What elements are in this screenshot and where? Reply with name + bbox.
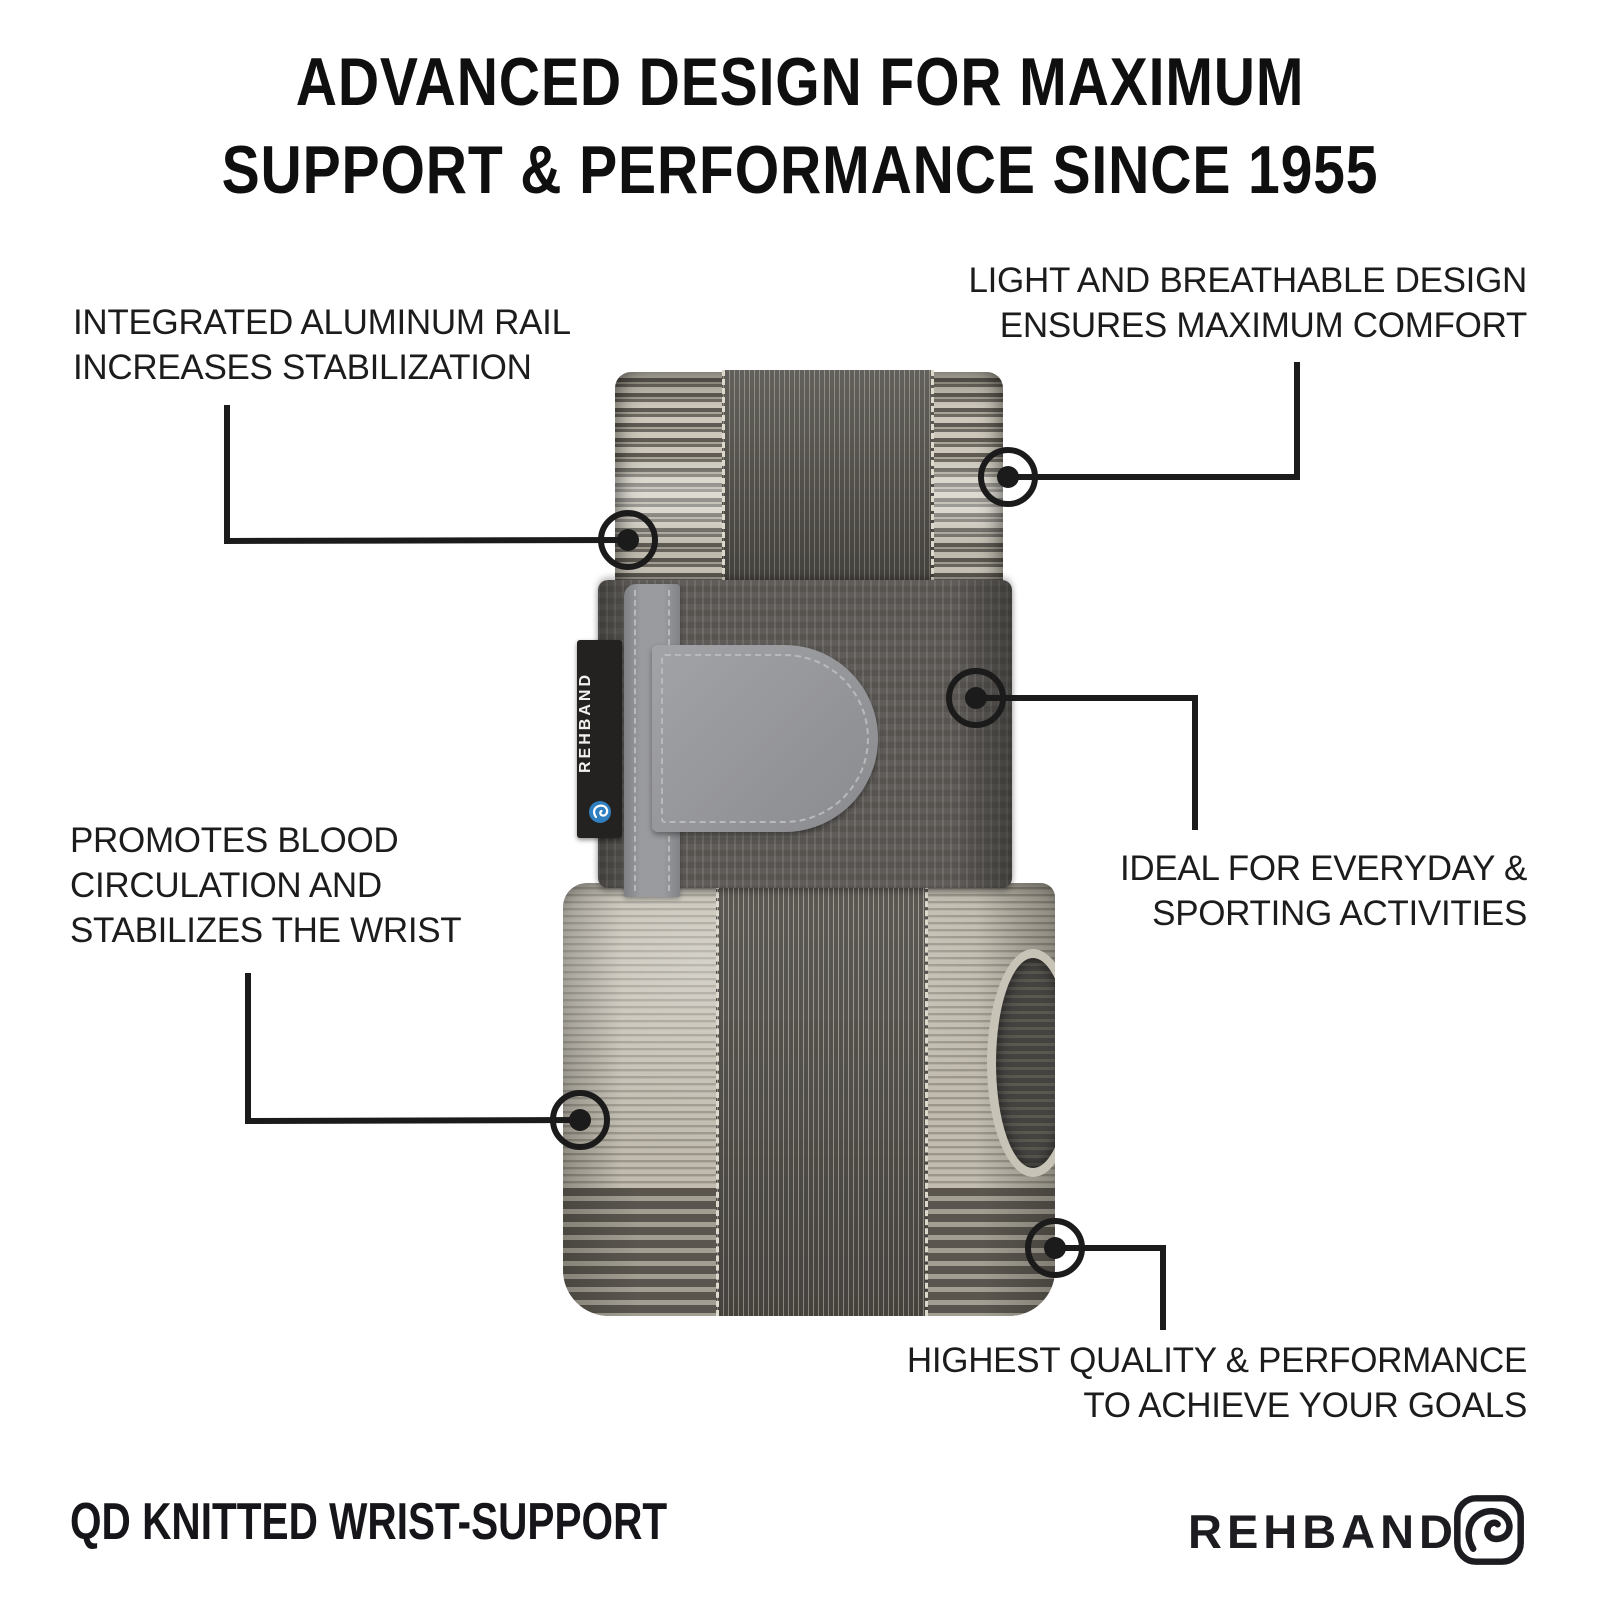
callout-text-line: PROMOTES BLOOD xyxy=(70,821,399,860)
brand-label-logo-icon xyxy=(589,801,611,823)
brand-logo-icon xyxy=(1454,1495,1524,1565)
callout-marker-ring-breathable xyxy=(978,447,1038,507)
callout-highest-quality: HIGHEST QUALITY & PERFORMANCE TO ACHIEVE… xyxy=(907,1338,1527,1428)
callout-text-line: INTEGRATED ALUMINUM RAIL xyxy=(73,303,571,342)
callout-marker-dot-everyday xyxy=(965,687,987,709)
callout-marker-ring-quality xyxy=(1025,1218,1085,1278)
callout-marker-ring-aluminum-rail xyxy=(598,510,658,570)
callout-blood-circulation: PROMOTES BLOOD CIRCULATION AND STABILIZE… xyxy=(70,818,462,953)
product-lower-center-panel xyxy=(716,883,928,1316)
product-thumb-hole xyxy=(987,949,1055,1177)
callout-line-quality xyxy=(1055,1245,1166,1330)
callout-marker-dot-breathable xyxy=(997,466,1019,488)
callout-text-line: ENSURES MAXIMUM COMFORT xyxy=(999,306,1528,345)
callout-breathable-design: LIGHT AND BREATHABLE DESIGN ENSURES MAXI… xyxy=(968,258,1527,348)
page-title: ADVANCED DESIGN FOR MAXIMUM SUPPORT & PE… xyxy=(128,38,1472,214)
callout-text-line: STABILIZES THE WRIST xyxy=(70,911,462,950)
callout-line-aluminum-rail xyxy=(224,405,629,545)
callout-line-everyday xyxy=(976,695,1198,830)
product-lower-body xyxy=(563,883,1055,1316)
callout-marker-dot-quality xyxy=(1044,1237,1066,1259)
title-line-2: SUPPORT & PERFORMANCE SINCE 1955 xyxy=(221,132,1379,208)
title-line-1: ADVANCED DESIGN FOR MAXIMUM xyxy=(295,44,1305,120)
callout-text-line: HIGHEST QUALITY & PERFORMANCE xyxy=(906,1341,1527,1380)
callout-line-circulation xyxy=(245,973,581,1125)
callout-line-breathable xyxy=(1008,362,1300,480)
product-name: QD KNITTED WRIST-SUPPORT xyxy=(70,1493,668,1551)
callout-text-line: LIGHT AND BREATHABLE DESIGN xyxy=(968,261,1527,300)
callout-marker-ring-everyday xyxy=(946,668,1006,728)
product-top-center-panel xyxy=(722,370,934,592)
callout-everyday-sporting: IDEAL FOR EVERYDAY & SPORTING ACTIVITIES xyxy=(1120,846,1527,936)
product-strap-tongue xyxy=(652,645,878,832)
callout-text-line: TO ACHIEVE YOUR GOALS xyxy=(1083,1386,1527,1425)
callout-text-line: IDEAL FOR EVERYDAY & xyxy=(1119,849,1527,888)
callout-text-line: CIRCULATION AND xyxy=(70,866,382,905)
callout-marker-dot-circulation xyxy=(569,1109,591,1131)
callout-aluminum-rail: INTEGRATED ALUMINUM RAIL INCREASES STABI… xyxy=(73,300,571,390)
callout-text-line: INCREASES STABILIZATION xyxy=(73,348,532,387)
callout-marker-dot-aluminum-rail xyxy=(617,529,639,551)
callout-text-line: SPORTING ACTIVITIES xyxy=(1152,894,1527,933)
brand-wordmark: REHBAND xyxy=(1188,1505,1458,1558)
callout-marker-ring-circulation xyxy=(550,1090,610,1150)
